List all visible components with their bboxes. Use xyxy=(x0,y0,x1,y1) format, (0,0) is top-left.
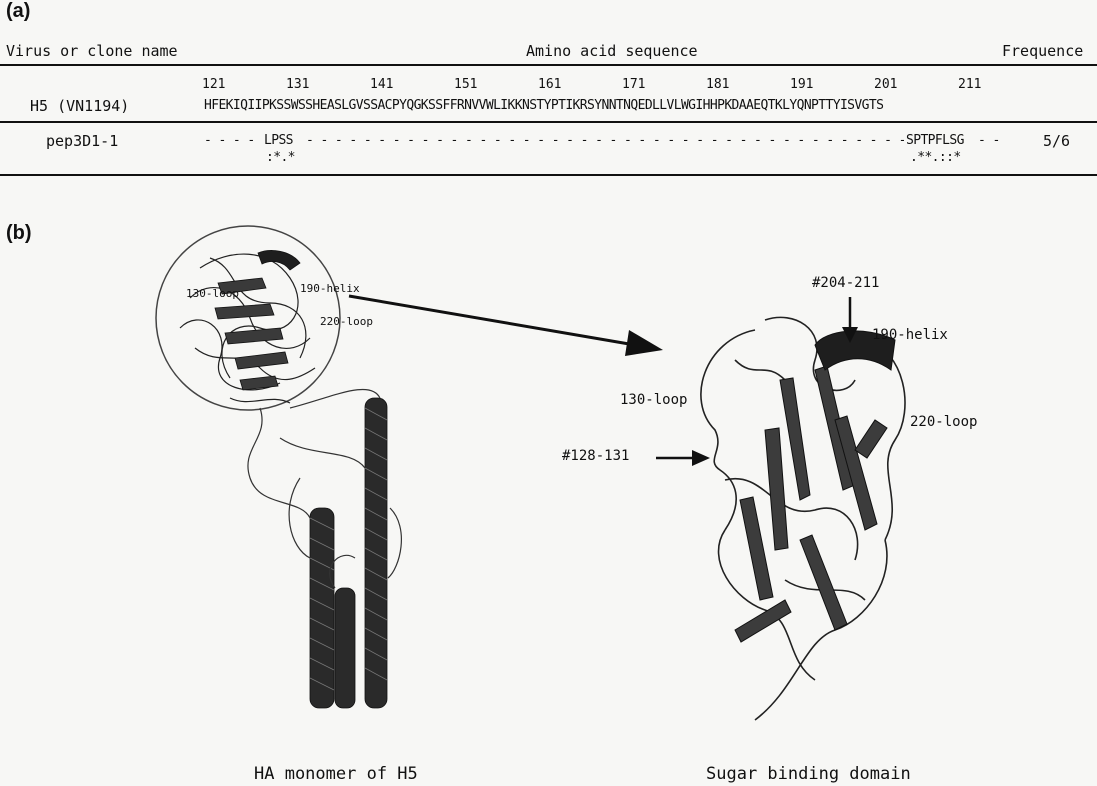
reference-sequence: HFEKIQIIPKSSWSSHEASLGVSSACPYQGKSSFFRNVVW… xyxy=(204,98,883,113)
sugar-binding-domain-structure xyxy=(665,300,955,740)
col-header-sequence: Amino acid sequence xyxy=(526,42,698,60)
motif-2-conservation-marks: .**.::* xyxy=(910,150,961,165)
label-204-211: #204-211 xyxy=(812,275,879,291)
position-number: 201 xyxy=(874,77,897,92)
caption-sugar-binding-domain: Sugar binding domain xyxy=(706,764,911,784)
position-number: 171 xyxy=(622,77,645,92)
col-header-name: Virus or clone name xyxy=(6,42,178,60)
clone-dashes-left: - - - - xyxy=(204,133,255,148)
position-number: 181 xyxy=(706,77,729,92)
position-number: 151 xyxy=(454,77,477,92)
clone-frequency: 5/6 xyxy=(1043,132,1070,150)
reference-rule xyxy=(0,121,1097,123)
arrow-128-131 xyxy=(654,448,714,468)
position-number: 141 xyxy=(370,77,393,92)
label-220-loop: 220-loop xyxy=(910,414,977,430)
reference-name: H5 (VN1194) xyxy=(30,97,129,115)
panel-a-label: (a) xyxy=(6,0,30,23)
clone-motif-1: LPSS xyxy=(264,133,293,148)
position-number: 161 xyxy=(538,77,561,92)
position-number: 121 xyxy=(202,77,225,92)
caption-ha-monomer: HA monomer of H5 xyxy=(254,764,418,784)
label-130-loop: 130-loop xyxy=(620,392,687,408)
zoom-arrow xyxy=(345,290,675,360)
position-number: 131 xyxy=(286,77,309,92)
position-number: 211 xyxy=(958,77,981,92)
label-128-131: #128-131 xyxy=(562,448,629,464)
bottom-rule xyxy=(0,174,1097,176)
clone-dashes-right: - - xyxy=(978,133,1000,148)
label-190-helix: 190-helix xyxy=(872,327,948,343)
panel-b-label: (b) xyxy=(6,222,32,245)
arrow-204-211 xyxy=(840,295,860,345)
clone-motif-2: SPTPFLSG xyxy=(906,133,964,148)
clone-name: pep3D1-1 xyxy=(46,132,118,150)
motif-1-conservation-marks: :*.* xyxy=(266,150,295,165)
clone-dashes-mid: - - - - - - - - - - - - - - - - - - - - … xyxy=(306,133,904,148)
position-number: 191 xyxy=(790,77,813,92)
left-label-130-loop: 130-loop xyxy=(186,287,239,300)
col-header-frequence: Frequence xyxy=(1002,42,1083,60)
header-rule xyxy=(0,64,1097,66)
